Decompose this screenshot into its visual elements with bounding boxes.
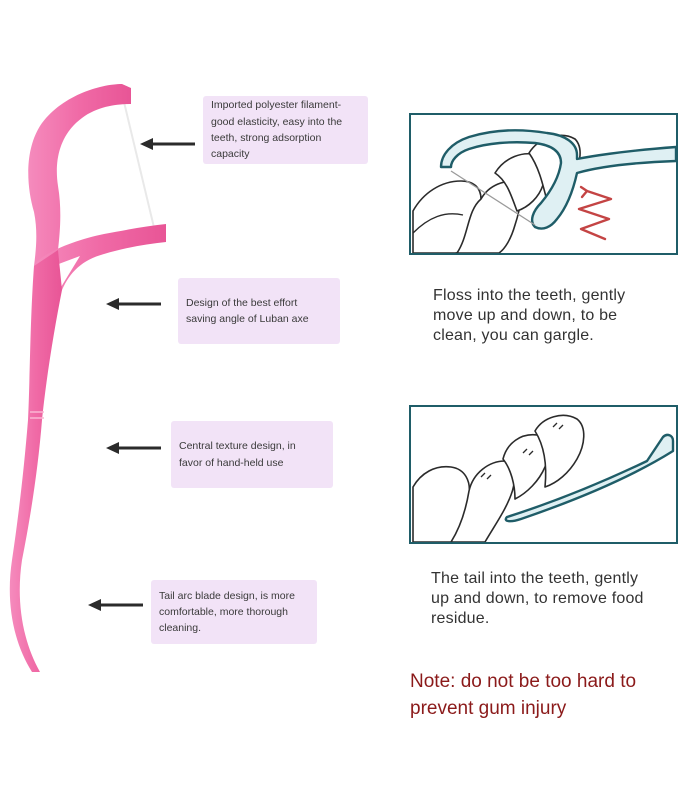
callout-central-texture-line: Central texture design, in xyxy=(179,440,296,453)
callout-central-texture: Central texture design, in favor of hand… xyxy=(171,421,333,488)
callout-tail-blade-line: comfortable, more thorough xyxy=(159,605,288,618)
callout-filament-line: capacity xyxy=(211,148,250,161)
callout-luban-axe-line: Design of the best effort xyxy=(186,296,298,309)
floss-between-teeth-illustration xyxy=(412,129,678,254)
warning-note: Note: do not be too hard to prevent gum … xyxy=(410,668,636,722)
floss-usage-panel xyxy=(409,113,678,255)
callout-filament: Imported polyester filament- good elasti… xyxy=(203,96,368,164)
callout-tail-blade-line: Tail arc blade design, is more xyxy=(159,589,295,602)
callout-filament-line: good elasticity, easy into the xyxy=(211,115,343,128)
callout-tail-blade: Tail arc blade design, is more comfortab… xyxy=(151,580,317,644)
arrow-left-icon xyxy=(106,442,161,454)
callout-luban-axe: Design of the best effort saving angle o… xyxy=(178,278,340,344)
warning-note-line: Note: do not be too hard to xyxy=(410,671,637,692)
tail-usage-panel xyxy=(409,405,678,544)
tail-usage-caption-line: residue. xyxy=(431,610,490,627)
tail-usage-caption-line: The tail into the teeth, gently xyxy=(431,570,639,587)
arrow-left-icon xyxy=(106,298,161,310)
warning-note-line: prevent gum injury xyxy=(410,698,567,719)
floss-usage-caption-line: clean, you can gargle. xyxy=(433,327,594,344)
floss-usage-caption-line: move up and down, to be xyxy=(433,307,618,324)
callout-tail-blade-line: cleaning. xyxy=(159,622,202,635)
callout-filament-line: teeth, strong adsorption xyxy=(211,132,322,144)
floss-usage-caption-line: Floss into the teeth, gently xyxy=(433,287,626,304)
floss-usage-caption: Floss into the teeth, gently move up and… xyxy=(433,286,625,346)
up-down-motion-icon xyxy=(577,185,613,241)
arrow-left-icon xyxy=(88,599,143,611)
dental-floss-pick-icon xyxy=(9,84,166,672)
callout-luban-axe-line: saving angle of Luban axe xyxy=(186,313,309,325)
tail-usage-caption: The tail into the teeth, gently up and d… xyxy=(431,569,644,629)
floss-pick-product xyxy=(9,84,166,672)
tail-pick-teeth-illustration xyxy=(412,414,675,543)
arrow-left-icon xyxy=(140,138,195,150)
callout-filament-line: Imported polyester filament- xyxy=(211,99,342,112)
callout-central-texture-line: favor of hand-held use xyxy=(179,456,284,469)
tail-usage-caption-line: up and down, to remove food xyxy=(431,590,644,607)
